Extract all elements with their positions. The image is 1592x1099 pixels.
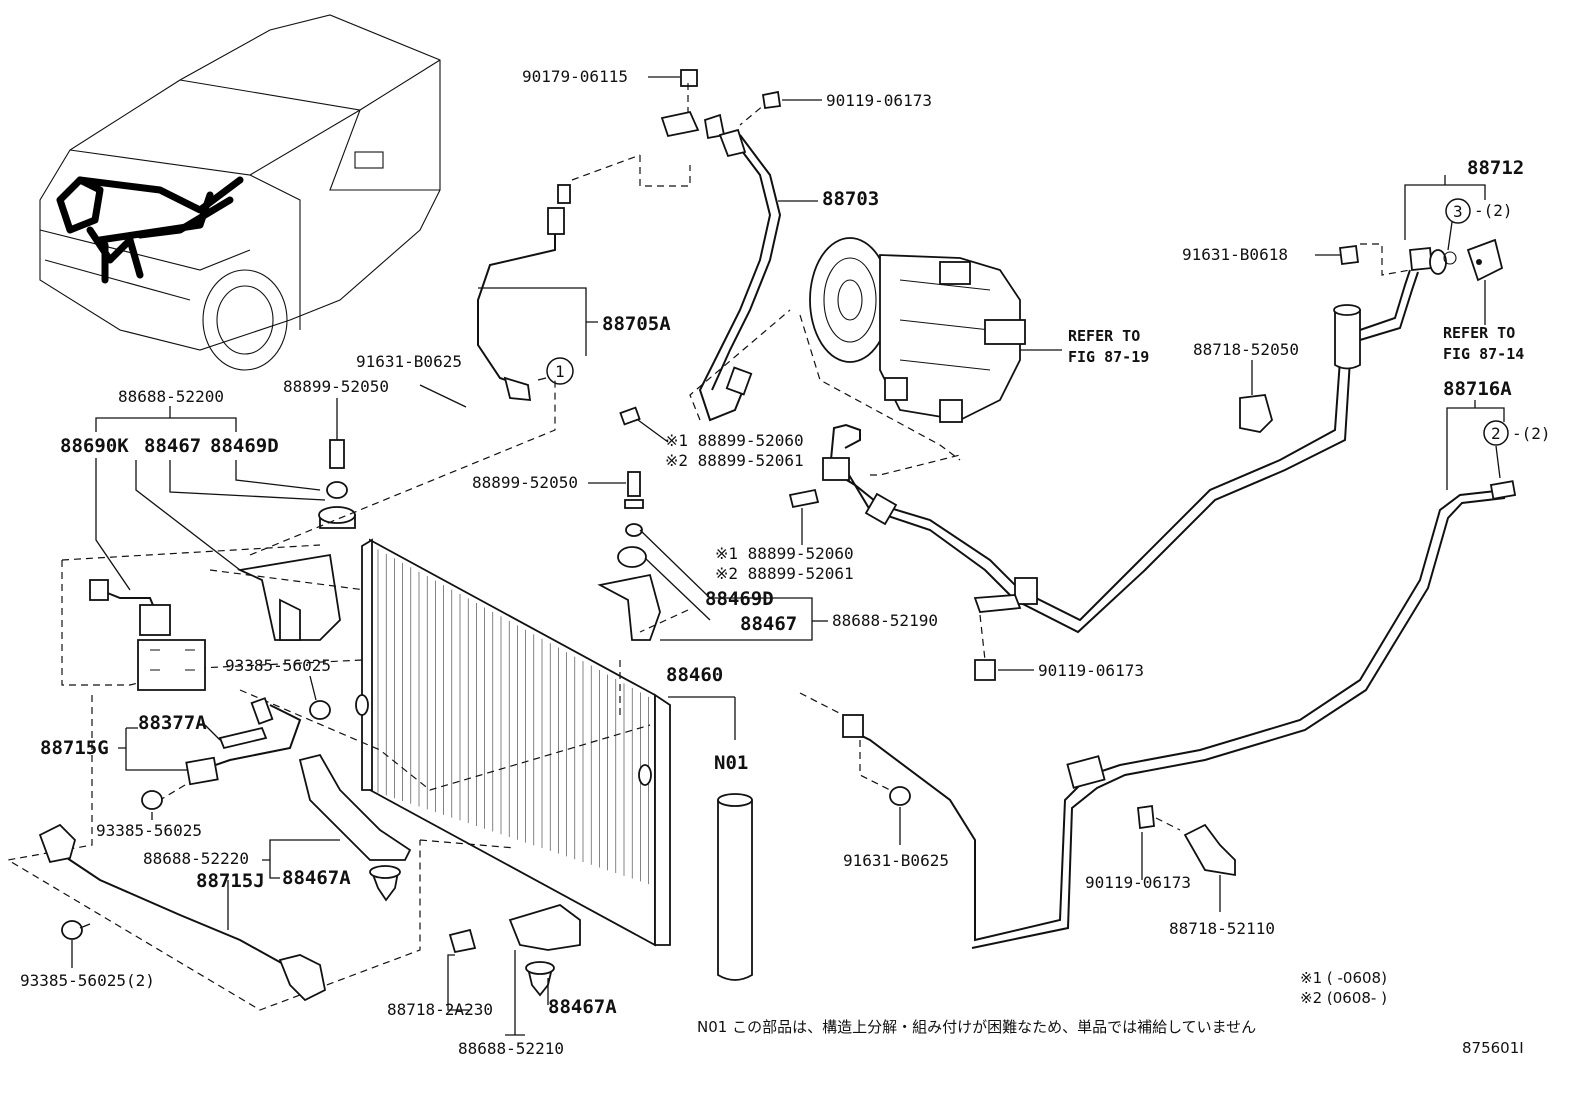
callout-3-qty: -(2)	[1474, 201, 1513, 220]
receiver-assembly: 88712 3 -(2) REFER TO FIG 87-14 91631-B0…	[1182, 157, 1524, 433]
top-left-labels: 90179-06115 91631-B0625 88899-52050 8868…	[60, 67, 698, 457]
label-88690K: 88690K	[60, 435, 129, 457]
bottom-right-bracket: 90119-06173 88718-52110	[1085, 804, 1275, 938]
vehicle-illustration	[39, 14, 441, 371]
refer-text-2a: REFER TO	[1443, 324, 1515, 342]
refer-text-1b: FIG 87-19	[1068, 348, 1149, 366]
label-93385-56025-a: 93385-56025	[225, 656, 331, 675]
label-88899-52050-b: 88899-52050	[472, 473, 578, 492]
label-88899-52061-b: ※2 88899-52061	[715, 564, 854, 583]
label-88469D-left: 88469D	[210, 435, 279, 457]
callout-circle-1	[546, 357, 574, 385]
bottom-bracket: 88718-2A230 88467A 88688-52210	[387, 904, 617, 1058]
note-date-2: ※2 (0608- )	[1300, 989, 1387, 1007]
label-88467A-a: 88467A	[282, 867, 351, 889]
callout-3: 3	[1453, 202, 1463, 221]
label-88899-52060-b: ※1 88899-52060	[715, 544, 854, 563]
notes: ※1 ( -0608) ※2 (0608- ) N01 この部品は、構造上分解・…	[697, 969, 1524, 1057]
label-88688-52220: 88688-52220	[143, 849, 249, 868]
label-88460: 88460	[666, 664, 723, 686]
mid-bracket: 88899-52050 88469D 88467 88688-52190 884…	[472, 471, 938, 981]
label-88715J: 88715J	[196, 870, 265, 892]
label-88467-mid: 88467	[740, 613, 797, 635]
liquid-line: 88716A 2 -(2) 91631-B0625	[799, 378, 1551, 949]
refer-text-2b: FIG 87-14	[1443, 345, 1524, 363]
label-90119-06173-top: 90119-06173	[826, 91, 932, 110]
label-90179-06115: 90179-06115	[522, 67, 628, 86]
label-N01: N01	[714, 752, 748, 774]
label-88705A: 88705A	[602, 313, 671, 335]
callout-2-qty: -(2)	[1512, 424, 1551, 443]
label-91631-B0618: 91631-B0618	[1182, 245, 1288, 264]
label-88899-52050-a: 88899-52050	[283, 377, 389, 396]
drawing-id: 875601I	[1462, 1039, 1524, 1057]
label-88715G: 88715G	[40, 737, 109, 759]
label-91631-B0625-top: 91631-B0625	[356, 352, 462, 371]
label-90119-06173-mid: 90119-06173	[1038, 661, 1144, 680]
callout-circle-3	[1445, 198, 1471, 224]
note-date-1: ※1 ( -0608)	[1300, 969, 1387, 987]
label-88899-52060-a: ※1 88899-52060	[665, 431, 804, 450]
label-88718-52050: 88718-52050	[1193, 340, 1299, 359]
label-88712: 88712	[1467, 157, 1524, 179]
hose-assembly-upper: 1 88705A 88703 90119-06173 ※1 88899-5206…	[477, 83, 932, 470]
label-93385-56025-b: 93385-56025	[96, 821, 202, 840]
compressor: REFER TO FIG 87-19	[799, 237, 1149, 461]
label-88718-52110: 88718-52110	[1169, 919, 1275, 938]
label-88469D-mid: 88469D	[705, 588, 774, 610]
label-93385-56025-c: 93385-56025(2)	[20, 971, 155, 990]
refer-text-1a: REFER TO	[1068, 327, 1140, 345]
label-88467-left: 88467	[144, 435, 201, 457]
label-91631-B0625-bot: 91631-B0625	[843, 851, 949, 870]
label-88703: 88703	[822, 188, 879, 210]
callout-2: 2	[1491, 424, 1501, 443]
lower-left-parts: 88377A 88715G 93385-56025 88715J 88688-5…	[6, 695, 421, 1011]
label-88377A: 88377A	[138, 712, 207, 734]
label-88716A: 88716A	[1443, 378, 1512, 400]
left-bracket-area: 93385-56025	[61, 380, 556, 720]
label-88688-52200: 88688-52200	[118, 387, 224, 406]
label-90119-06173-bot: 90119-06173	[1085, 873, 1191, 892]
callout-1: 1	[555, 362, 565, 381]
label-88718-2A230: 88718-2A230	[387, 1000, 493, 1019]
label-88688-52210: 88688-52210	[458, 1039, 564, 1058]
callout-circle-2	[1483, 420, 1509, 446]
label-88688-52190: 88688-52190	[832, 611, 938, 630]
label-88467A-b: 88467A	[548, 996, 617, 1018]
condenser	[239, 538, 671, 947]
note-n01: N01 この部品は、構造上分解・組み付けが困難なため、単品では補給していません	[697, 1018, 1256, 1036]
label-88899-52061-a: ※2 88899-52061	[665, 451, 804, 470]
